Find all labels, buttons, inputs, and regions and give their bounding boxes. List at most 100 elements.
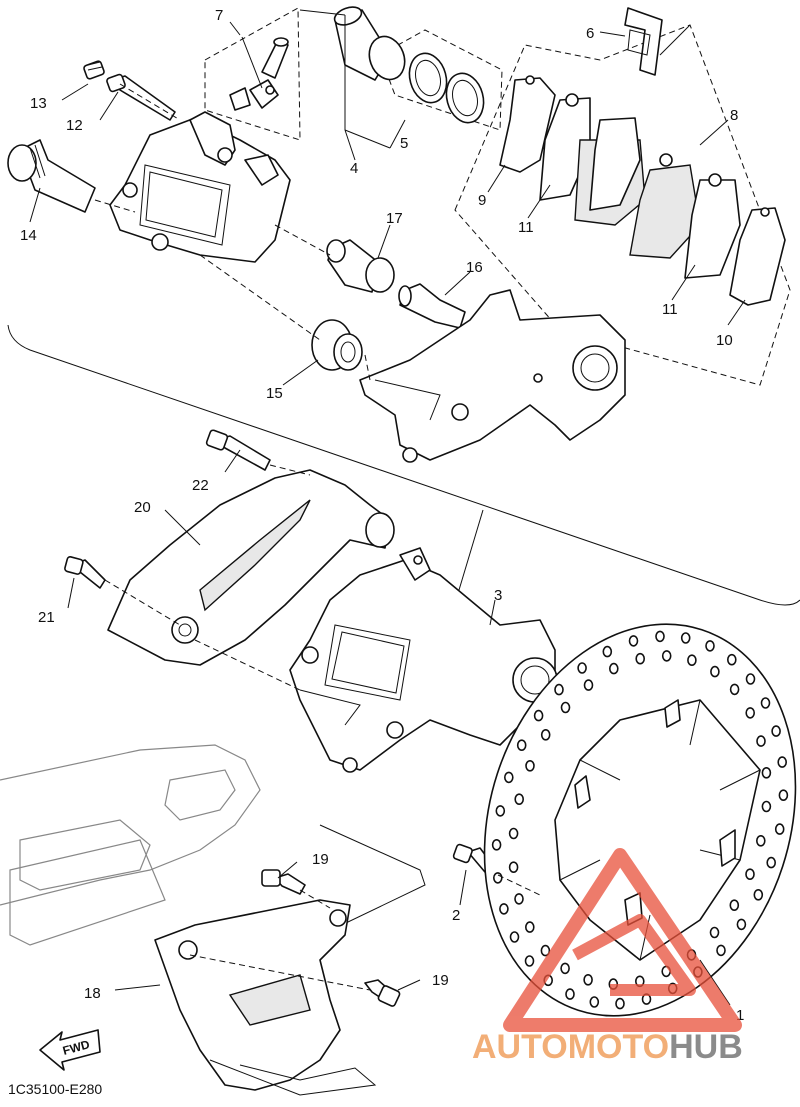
disc-hole: [628, 635, 639, 647]
caliper-body-upper: [109, 111, 291, 263]
callout-12: 12: [66, 117, 83, 134]
callout-21: 21: [38, 609, 55, 626]
disc-hole: [560, 962, 570, 975]
alignment-guides: [94, 83, 541, 991]
callout-15: 15: [266, 385, 283, 402]
boot-15: [311, 319, 363, 371]
bolt-19-lower: [364, 979, 401, 1007]
disc-hole: [710, 665, 720, 678]
disc-hole: [745, 707, 756, 719]
leader-lines: [29, 9, 746, 1006]
callout-8: 8: [730, 107, 738, 124]
fwd-arrow-icon: FWD: [39, 1029, 101, 1071]
disc-hole: [540, 728, 551, 741]
callout-18: 18: [84, 985, 101, 1002]
callout-1: 1: [736, 1007, 744, 1024]
disc-hole: [761, 800, 772, 813]
disc-hole: [761, 766, 772, 779]
piston-seals: [408, 52, 485, 124]
bolt-21: [64, 556, 106, 589]
disc-hole: [508, 861, 519, 874]
sleeve-16: [398, 283, 466, 329]
disc-hole: [509, 931, 520, 943]
disc-hole: [778, 789, 789, 802]
drawing-code: 1C35100-E280: [8, 1081, 102, 1097]
disc-hole: [514, 893, 524, 905]
brake-disc: [483, 623, 797, 1017]
watermark-text: AUTOMOTOHUB: [472, 1028, 743, 1066]
callout-3: 3: [494, 587, 502, 604]
callout-10: 10: [716, 332, 733, 349]
callout-19-a: 19: [312, 851, 329, 868]
bolt-22: [205, 429, 271, 471]
callout-11-b: 11: [662, 301, 678, 318]
disc-hole: [760, 697, 771, 709]
disc-hole: [766, 856, 777, 869]
disc-hole: [508, 827, 519, 840]
disc-hole: [533, 709, 544, 722]
callout-6: 6: [586, 25, 594, 42]
divider-pointer: [455, 509, 484, 601]
disc-hole: [777, 756, 788, 768]
callout-13: 13: [30, 95, 47, 112]
disc-hole: [661, 650, 672, 662]
pad-clip: [624, 7, 663, 76]
bleed-screw: [229, 37, 289, 111]
disc-hole: [655, 630, 665, 643]
disc-hole: [560, 701, 571, 714]
disc-hole: [540, 944, 551, 957]
callout-labels: 7 13 12 14 6 8 5 4 9 11 17 16 11 10 15 2…: [20, 7, 744, 1024]
piston: [333, 6, 406, 81]
disc-hole: [495, 805, 506, 817]
disc-guard-arm: [107, 469, 395, 666]
disc-hole: [716, 944, 726, 957]
disc-hole: [525, 759, 535, 772]
disc-hole: [771, 725, 781, 737]
pad-shim-9: [499, 75, 556, 173]
callout-16: 16: [466, 259, 483, 276]
disc-hole: [503, 771, 514, 784]
disc-hole: [577, 662, 587, 674]
disc-hole: [774, 823, 785, 835]
group-box-8: [454, 24, 791, 386]
watermark-triangle-icon: [503, 848, 742, 1032]
disc-hole: [524, 955, 535, 967]
disc-guard-plate: [154, 899, 377, 1096]
callout-20: 20: [134, 499, 151, 516]
caliper-bracket-upper: [359, 289, 626, 463]
disc-hole: [583, 679, 594, 691]
disc-hole: [602, 645, 613, 658]
disc-hole: [635, 652, 646, 665]
disc-hole: [492, 872, 503, 884]
disc-hole: [726, 653, 737, 666]
disc-hole: [736, 918, 747, 931]
disc-hole: [745, 673, 756, 685]
watermark-moto: MOTO: [568, 1028, 669, 1066]
watermark-auto: AUTO: [472, 1028, 568, 1066]
callout-4: 4: [350, 160, 358, 177]
callout-22: 22: [192, 477, 209, 494]
disc-hole: [729, 899, 740, 912]
disc-hole: [491, 838, 502, 851]
callout-17: 17: [386, 210, 403, 227]
callout-2: 2: [452, 907, 460, 924]
section-divider: [7, 324, 800, 606]
bolt-19-upper: [261, 869, 306, 895]
disc-hole: [753, 888, 764, 901]
callout-11-a: 11: [518, 219, 534, 236]
watermark-hub: HUB: [669, 1028, 743, 1066]
callout-14: 14: [20, 227, 37, 244]
slide-pin: [7, 139, 96, 213]
callout-19-b: 19: [432, 972, 449, 989]
disc-hole: [709, 926, 720, 939]
disc-hole: [565, 988, 575, 1000]
caliper-assembly-lower: [289, 547, 558, 773]
disc-hole: [554, 683, 564, 696]
disc-hole: [755, 834, 766, 847]
disc-hole: [514, 793, 525, 806]
fwd-label: FWD: [61, 1037, 91, 1058]
disc-hole: [680, 632, 691, 644]
disc-hole: [499, 903, 509, 915]
brake-pad-a: [539, 93, 646, 226]
